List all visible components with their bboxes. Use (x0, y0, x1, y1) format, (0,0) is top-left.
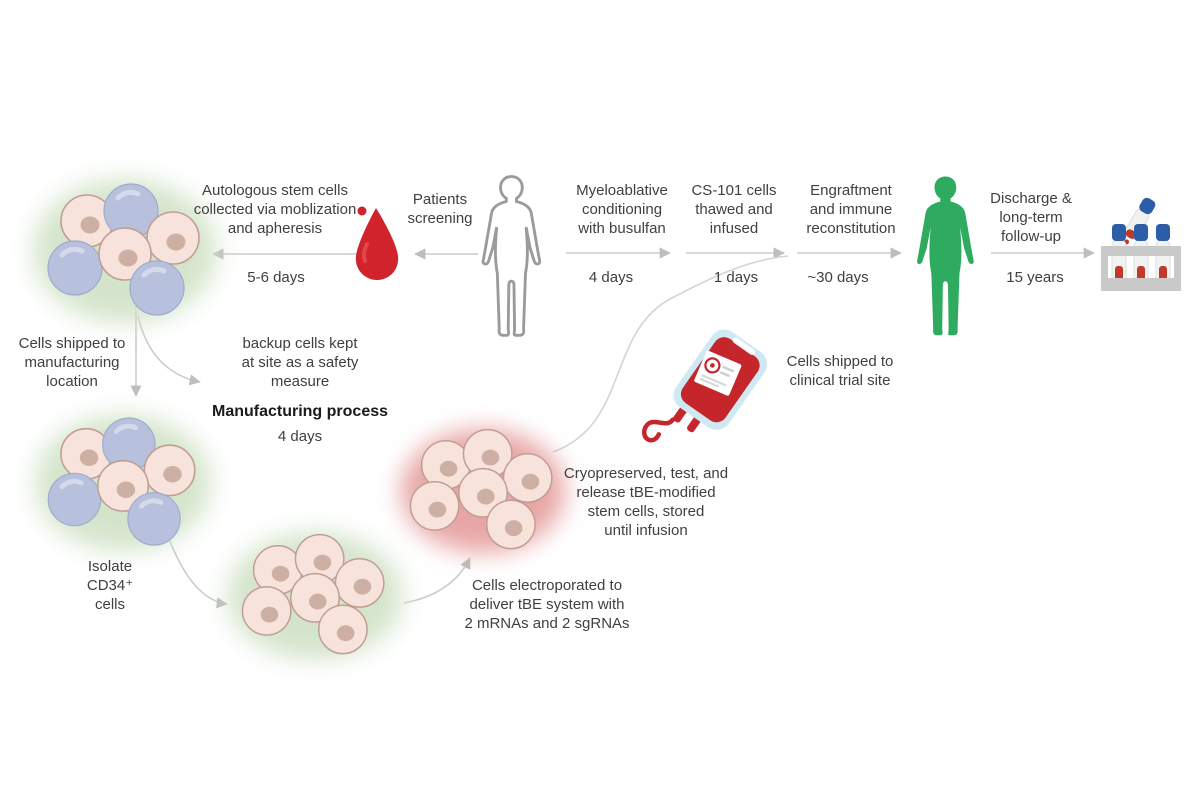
step-label-engraftment: Engraftment and immune reconstitution (806, 182, 896, 237)
step-duration-followup: 15 years (1006, 269, 1064, 286)
ship-to-manufacturing-label: Cells shipped to manufacturing location (18, 335, 126, 390)
step-label-infusion: CS-101 cells thawed and infused (691, 182, 777, 237)
isolate-cd34-label: Isolate CD34⁺ cells (86, 558, 134, 613)
manufacturing-process-title: Manufacturing process (211, 403, 389, 420)
step-label-conditioning: Myeloablative conditioning with busulfan (576, 182, 668, 237)
step-label-followup: Discharge & long-term follow-up (990, 190, 1072, 245)
step-label-collect: Autologous stem cells collected via mobl… (193, 182, 357, 237)
stem-cell-cluster-collected-icon (33, 179, 217, 323)
patient-outline-icon (481, 175, 542, 337)
electroporate-label: Cells electroporated to deliver tBE syst… (464, 577, 630, 632)
recovered-patient-icon (917, 176, 974, 336)
step-duration-conditioning: 4 days (588, 269, 634, 286)
blood-bag-icon (641, 329, 768, 443)
stem-cell-cluster-modified-icon (401, 429, 565, 553)
backup-cells-label: backup cells kept at site as a safety me… (241, 335, 359, 390)
arrow-backup-curve (137, 315, 201, 386)
blood-drop-icon (355, 206, 399, 280)
step-label-screening: Patients screening (407, 191, 473, 227)
stem-cell-cluster-isolated-icon (35, 415, 211, 551)
arrow-electroporate-curve (403, 557, 471, 604)
manufacturing-duration: 4 days (277, 428, 323, 445)
arrow-isolate-curve (168, 538, 228, 609)
ship-to-clinical-label: Cells shipped to clinical trial site (786, 353, 894, 389)
stem-cell-cluster-electroporated-icon (227, 532, 403, 660)
step-duration-engraftment: ~30 days (807, 269, 869, 286)
step-duration-infusion: 1 days (713, 269, 759, 286)
arrow-shipping-curve (552, 255, 789, 453)
cryopreserve-label: Cryopreserved, test, and release tBE-mod… (563, 465, 729, 539)
step-duration-collect: 5-6 days (247, 269, 305, 286)
test-tube-rack-icon (1101, 197, 1181, 291)
